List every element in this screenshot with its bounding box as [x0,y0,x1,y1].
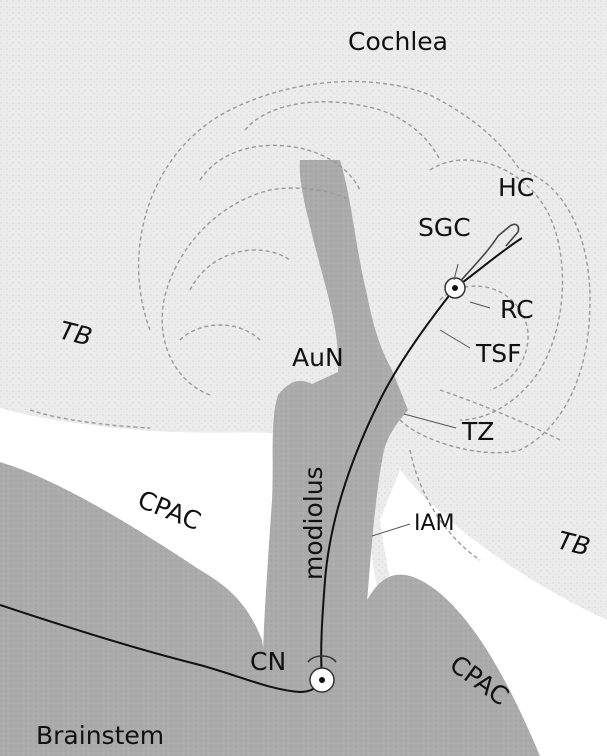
label-aun: AuN [292,343,344,372]
label-tsf: TSF [475,339,522,368]
sgc-nucleus [452,285,458,291]
label-brainstem: Brainstem [36,721,164,750]
label-cn: CN [250,647,286,676]
label-hc: HC [498,173,534,202]
label-modiolus: modiolus [299,466,328,580]
label-rc: RC [500,295,534,324]
cn-neuron-nucleus [319,677,325,683]
label-iam: IAM [414,511,455,536]
label-cochlea: Cochlea [348,27,448,56]
label-tz: TZ [461,417,494,446]
label-sgc: SGC [418,213,471,242]
